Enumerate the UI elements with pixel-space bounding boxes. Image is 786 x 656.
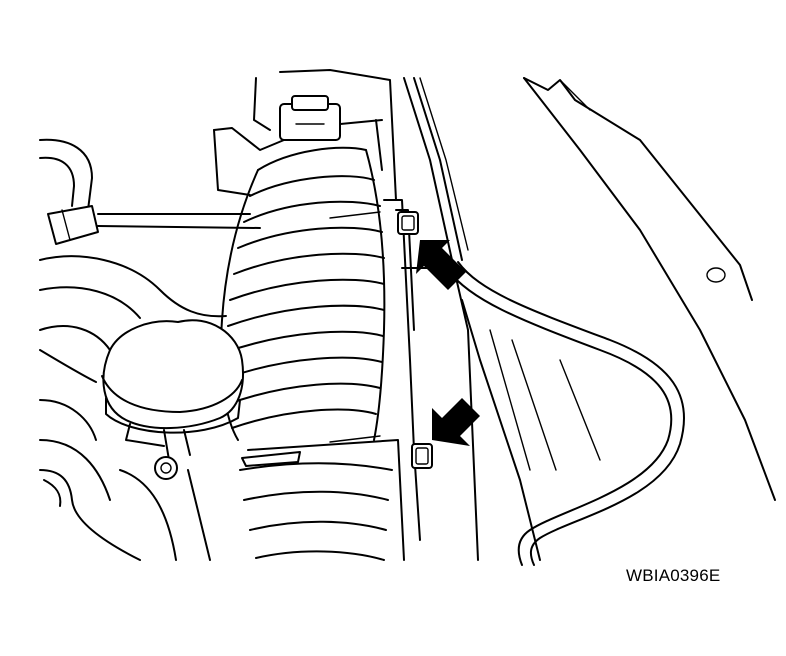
sensor-connector xyxy=(279,95,341,141)
upper-bolt xyxy=(397,211,419,235)
upper-left-hose xyxy=(39,138,261,245)
lower-duct xyxy=(239,439,405,561)
engine-pipes xyxy=(39,255,227,561)
fender-panel xyxy=(523,77,776,501)
wiring-harness xyxy=(447,261,685,566)
reservoir-cap xyxy=(101,319,244,480)
lower-callout-arrow xyxy=(432,398,480,446)
upper-callout-arrow xyxy=(416,240,466,290)
air-intake-duct xyxy=(219,146,386,443)
figure-code-label: WBIA0396E xyxy=(626,566,721,585)
lower-bolt xyxy=(411,443,433,469)
